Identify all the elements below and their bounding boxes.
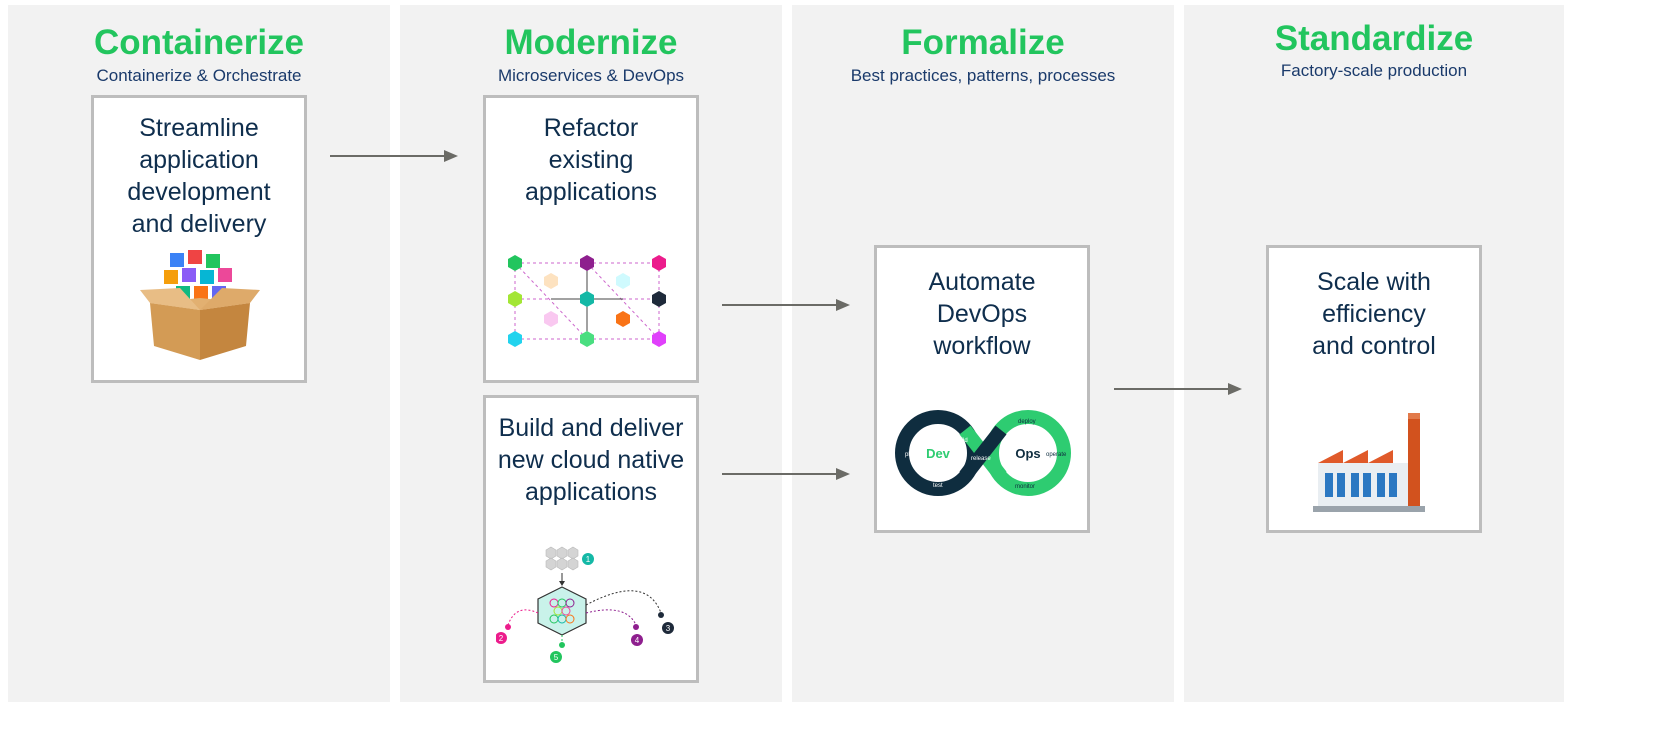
svg-text:operate: operate <box>1046 452 1067 458</box>
card-text: Refactor existing applications <box>524 114 658 206</box>
column-containerize: Containerize Containerize & Orchestrate … <box>8 5 390 702</box>
card-text: Streamline application development and d… <box>127 114 271 238</box>
svg-text:Ops: Ops <box>1015 446 1040 461</box>
column-formalize: Formalize Best practices, patterns, proc… <box>792 5 1174 702</box>
step-label: 3 <box>666 624 671 633</box>
column-title: Containerize <box>93 23 305 62</box>
svg-text:deploy: deploy <box>1018 419 1036 425</box>
svg-text:plan: plan <box>905 452 916 458</box>
step-label: 1 <box>586 555 591 564</box>
card-text: Scale with efficiency and control <box>1312 268 1436 360</box>
svg-text:test: test <box>933 483 943 489</box>
card-text: Build and deliver new cloud native appli… <box>497 414 685 506</box>
arrow-automate-to-scale <box>1114 383 1242 395</box>
arrow-refactor-to-automate <box>722 299 850 311</box>
column-title: Modernize <box>504 23 678 62</box>
card-text: Automate DevOps workflow <box>928 268 1036 360</box>
column-subtitle: Microservices & DevOps <box>497 66 685 85</box>
column-subtitle: Containerize & Orchestrate <box>96 66 302 85</box>
svg-text:monitor: monitor <box>1015 484 1035 490</box>
step-label: 4 <box>635 636 640 645</box>
svg-text:code: code <box>933 432 947 438</box>
column-subtitle: Factory-scale production <box>1280 61 1468 80</box>
column-title: Standardize <box>1274 19 1474 58</box>
microservices-grid-icon <box>508 255 666 347</box>
card-automate: Automate DevOps workflow code build test… <box>874 245 1090 533</box>
card-streamline: Streamline application development and d… <box>91 95 307 383</box>
svg-text:Dev: Dev <box>926 446 951 461</box>
card-build: Build and deliver new cloud native appli… <box>483 395 699 683</box>
column-modernize: Modernize Microservices & DevOps Refacto… <box>400 5 782 702</box>
cloud-native-build-icon: 1 2 3 4 5 <box>496 546 674 663</box>
svg-text:build: build <box>955 438 968 444</box>
svg-text:release: release <box>971 456 991 462</box>
box-of-apps-icon <box>140 250 260 360</box>
card-scale: Scale with efficiency and control <box>1266 245 1482 533</box>
arrow-build-to-automate <box>722 468 850 480</box>
step-label: 2 <box>499 634 504 643</box>
step-label: 5 <box>554 653 559 662</box>
factory-icon <box>1313 413 1425 512</box>
devops-infinity-icon: code build test plan release deploy oper… <box>895 410 1071 496</box>
column-standardize: Standardize Factory-scale production Sca… <box>1184 5 1564 702</box>
column-subtitle: Best practices, patterns, processes <box>850 66 1116 85</box>
arrow-streamline-to-refactor <box>330 150 458 162</box>
column-title: Formalize <box>901 23 1065 62</box>
card-refactor: Refactor existing applications <box>483 95 699 383</box>
